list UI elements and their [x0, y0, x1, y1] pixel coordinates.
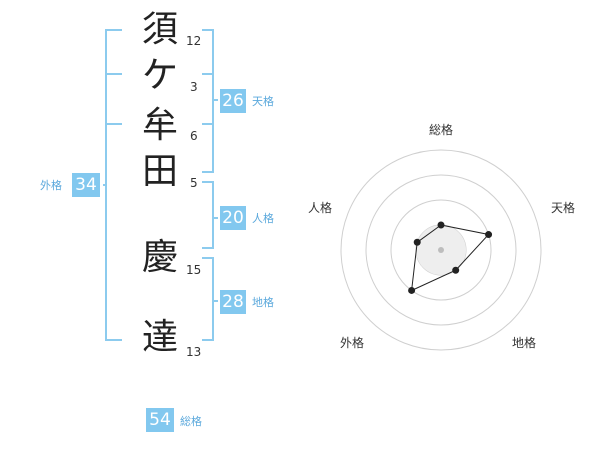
gaikaku-bracket: [103, 29, 122, 341]
gaikaku-label: 外格: [40, 179, 62, 192]
name-char-3: 牟: [141, 105, 178, 146]
chikaku-bracket: [202, 257, 218, 341]
name-char-1: 須: [141, 9, 178, 50]
jinkaku-bracket: [202, 181, 218, 249]
tenkaku-bracket: [202, 29, 218, 173]
stroke-count-2: 3: [190, 80, 198, 94]
gaikaku-value: 34: [72, 173, 100, 197]
stroke-count-3: 6: [190, 129, 198, 143]
tenkaku-value: 26: [220, 89, 246, 113]
chikaku-value: 28: [220, 290, 246, 314]
stroke-count-5: 15: [186, 263, 202, 277]
radar-label-soukaku: 総格: [428, 123, 453, 137]
radar-point-5: [413, 238, 421, 246]
stroke-count-4: 5: [190, 176, 198, 190]
soukaku-label: 総格: [180, 415, 202, 428]
radar-polygon: [411, 224, 490, 292]
jinkaku-label: 人格: [252, 212, 274, 225]
soukaku-value: 54: [146, 408, 174, 432]
name-char-6: 達: [141, 317, 178, 358]
radar-ring-2: [390, 199, 492, 301]
radar-point-1: [437, 221, 445, 229]
jinkaku-value: 20: [220, 206, 246, 230]
radar-label-gaikaku: 外格: [339, 336, 364, 350]
radar-label-jinkaku: 人格: [307, 201, 332, 215]
name-char-5: 慶: [141, 237, 178, 278]
stroke-count-1: 12: [186, 34, 202, 48]
chikaku-label: 地格: [252, 296, 274, 309]
radar-point-2: [485, 231, 493, 239]
name-char-4: 田: [141, 151, 178, 192]
stroke-count-6: 13: [186, 345, 202, 359]
name-char-2: ケ: [141, 55, 178, 96]
radar-label-chikaku: 地格: [511, 336, 536, 350]
radar-ring-4: [340, 149, 542, 351]
radar-point-3: [452, 266, 460, 274]
tenkaku-label: 天格: [252, 95, 274, 108]
radar-center-dot: [438, 247, 444, 253]
radar-label-tenkaku: 天格: [550, 201, 575, 215]
radar-point-4: [408, 286, 416, 294]
radar-ring-3: [365, 174, 517, 326]
